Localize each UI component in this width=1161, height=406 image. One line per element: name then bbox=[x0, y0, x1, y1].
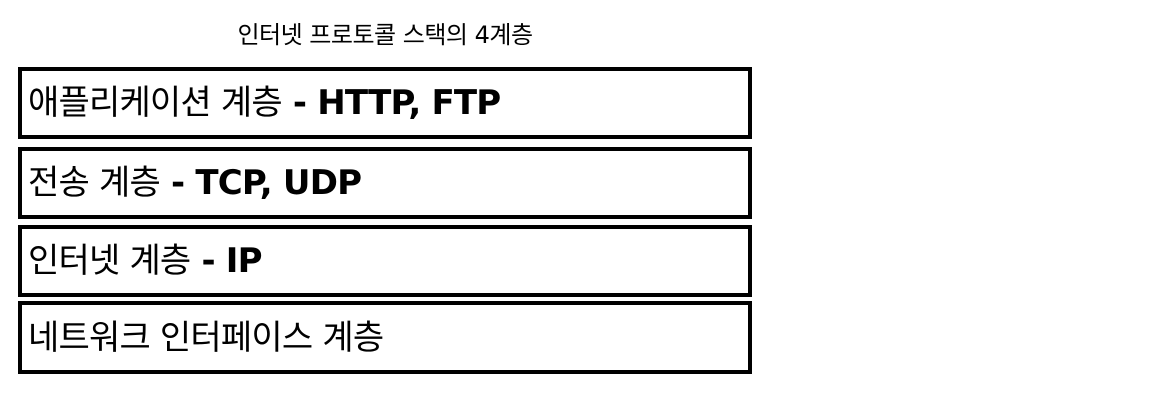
diagram-title: 인터넷 프로토콜 스택의 4계층 bbox=[237, 21, 533, 49]
layer-box-application: 애플리케이션 계층 - HTTP, FTP bbox=[18, 67, 752, 139]
layer-box-internet: 인터넷 계층 - IP bbox=[18, 225, 752, 297]
layer-box-network-interface: 네트워크 인터페이스 계층 bbox=[18, 301, 752, 374]
layer-label: 애플리케이션 계층 - HTTP, FTP bbox=[22, 83, 501, 123]
layer-label: 네트워크 인터페이스 계층 bbox=[22, 317, 384, 358]
layer-protocols: - HTTP, FTP bbox=[281, 83, 501, 123]
layer-label: 인터넷 계층 - IP bbox=[22, 241, 263, 281]
layer-name: 애플리케이션 계층 bbox=[28, 83, 283, 123]
layer-protocols: - TCP, UDP bbox=[159, 163, 362, 203]
layer-name: 네트워크 인터페이스 계층 bbox=[28, 317, 384, 358]
layer-protocols: - IP bbox=[190, 241, 262, 281]
layer-label: 전송 계층 - TCP, UDP bbox=[22, 163, 362, 203]
layer-name: 인터넷 계층 bbox=[28, 241, 191, 281]
layer-name: 전송 계층 bbox=[28, 163, 161, 203]
layer-box-transport: 전송 계층 - TCP, UDP bbox=[18, 147, 752, 219]
